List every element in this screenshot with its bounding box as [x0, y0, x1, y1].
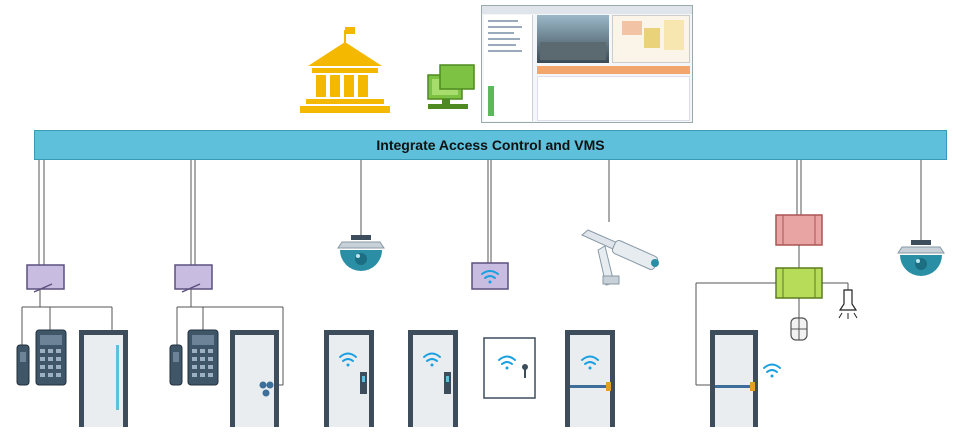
dome-camera-icon — [897, 240, 945, 276]
beacon-icon — [790, 317, 808, 341]
door-icon — [230, 330, 279, 427]
network-bus: Integrate Access Control and VMS — [34, 130, 947, 160]
keypad-icon — [187, 329, 219, 386]
io-module-icon — [775, 214, 823, 246]
wiring-group-modules — [695, 282, 849, 386]
controller-icon — [174, 264, 213, 293]
wifi-icon — [481, 270, 499, 284]
wiring-group-1 — [21, 289, 113, 345]
drop-lines — [38, 160, 922, 265]
io-module-icon — [775, 267, 823, 299]
wifi-icon — [498, 355, 516, 370]
workstation-icon — [427, 64, 475, 109]
wifi-icon — [423, 352, 441, 367]
building-icon — [300, 27, 390, 113]
dome-camera-icon — [337, 235, 385, 271]
cabinet-lock-icon — [483, 337, 536, 399]
siren-icon — [838, 289, 858, 319]
bus-title: Integrate Access Control and VMS — [376, 137, 605, 153]
door-icon — [565, 330, 615, 427]
keypad-icon — [35, 329, 67, 386]
controller-icon — [26, 264, 65, 293]
wifi-icon — [763, 363, 781, 378]
door-icon — [408, 330, 458, 427]
wifi-icon — [339, 352, 357, 367]
card-reader-icon — [16, 344, 30, 386]
wifi-icon — [581, 355, 599, 370]
door-icon — [79, 330, 128, 427]
card-reader-icon — [169, 344, 183, 386]
ptz-camera-icon — [581, 229, 659, 286]
door-icon — [324, 330, 374, 427]
vms-screenshot — [481, 5, 693, 123]
door-icon — [710, 330, 758, 427]
